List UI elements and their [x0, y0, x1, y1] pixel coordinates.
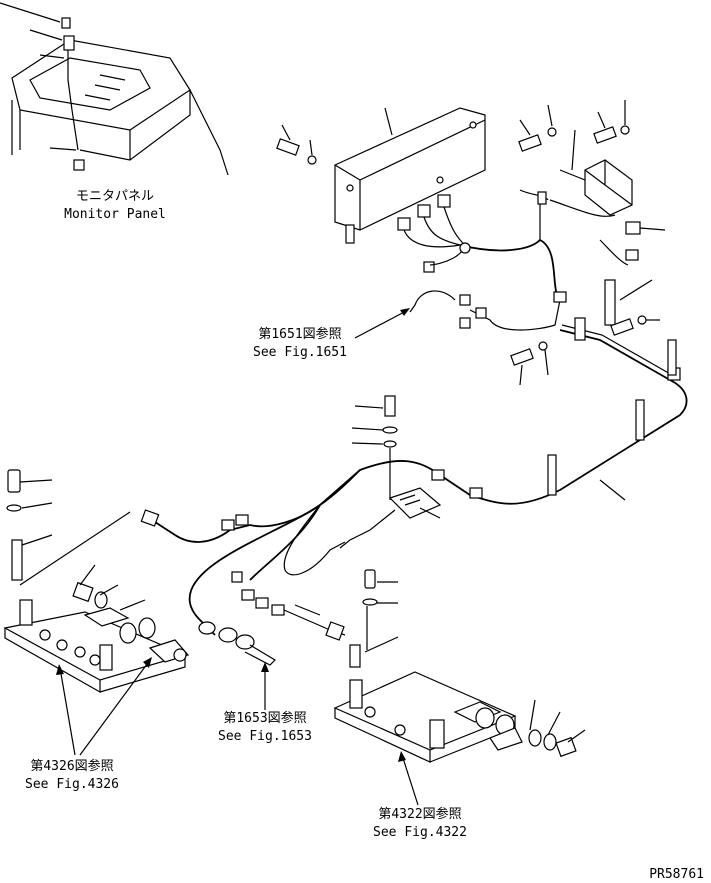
ref-4326-label-en: See Fig.4326 [25, 777, 119, 792]
mounting-bolts-middle [351, 279, 660, 500]
monitor-panel-assembly [0, 2, 229, 176]
left-harness-bundle [19, 469, 361, 666]
mounting-bolts-top [276, 100, 630, 165]
relay-module [559, 129, 666, 261]
left-bracket-assembly [3, 469, 190, 694]
ref-1653-label-jp: 第1653図参照 [223, 710, 306, 726]
ref-1651-label-jp: 第1651図参照 [258, 326, 341, 342]
monitor-panel-label-en: Monitor Panel [64, 207, 166, 222]
ref-4326-label-jp: 第4326図参照 [30, 758, 113, 774]
upper-harness [397, 189, 629, 331]
ref-1651-label-en: See Fig.1651 [253, 345, 347, 360]
drawing-number: PR58761 [649, 867, 704, 882]
main-harness-right [319, 279, 688, 506]
monitor-panel-label-jp: モニタパネル [76, 189, 154, 204]
right-bracket-assembly [333, 569, 586, 763]
ref-4322-label-en: See Fig.4322 [373, 825, 467, 840]
controller-box [334, 107, 486, 244]
pedal-switch [339, 487, 442, 549]
ref-1653-label-en: See Fig.1653 [218, 729, 312, 744]
reference-leaders [56, 308, 419, 806]
ref-4322-label-jp: 第4322図参照 [378, 806, 461, 822]
